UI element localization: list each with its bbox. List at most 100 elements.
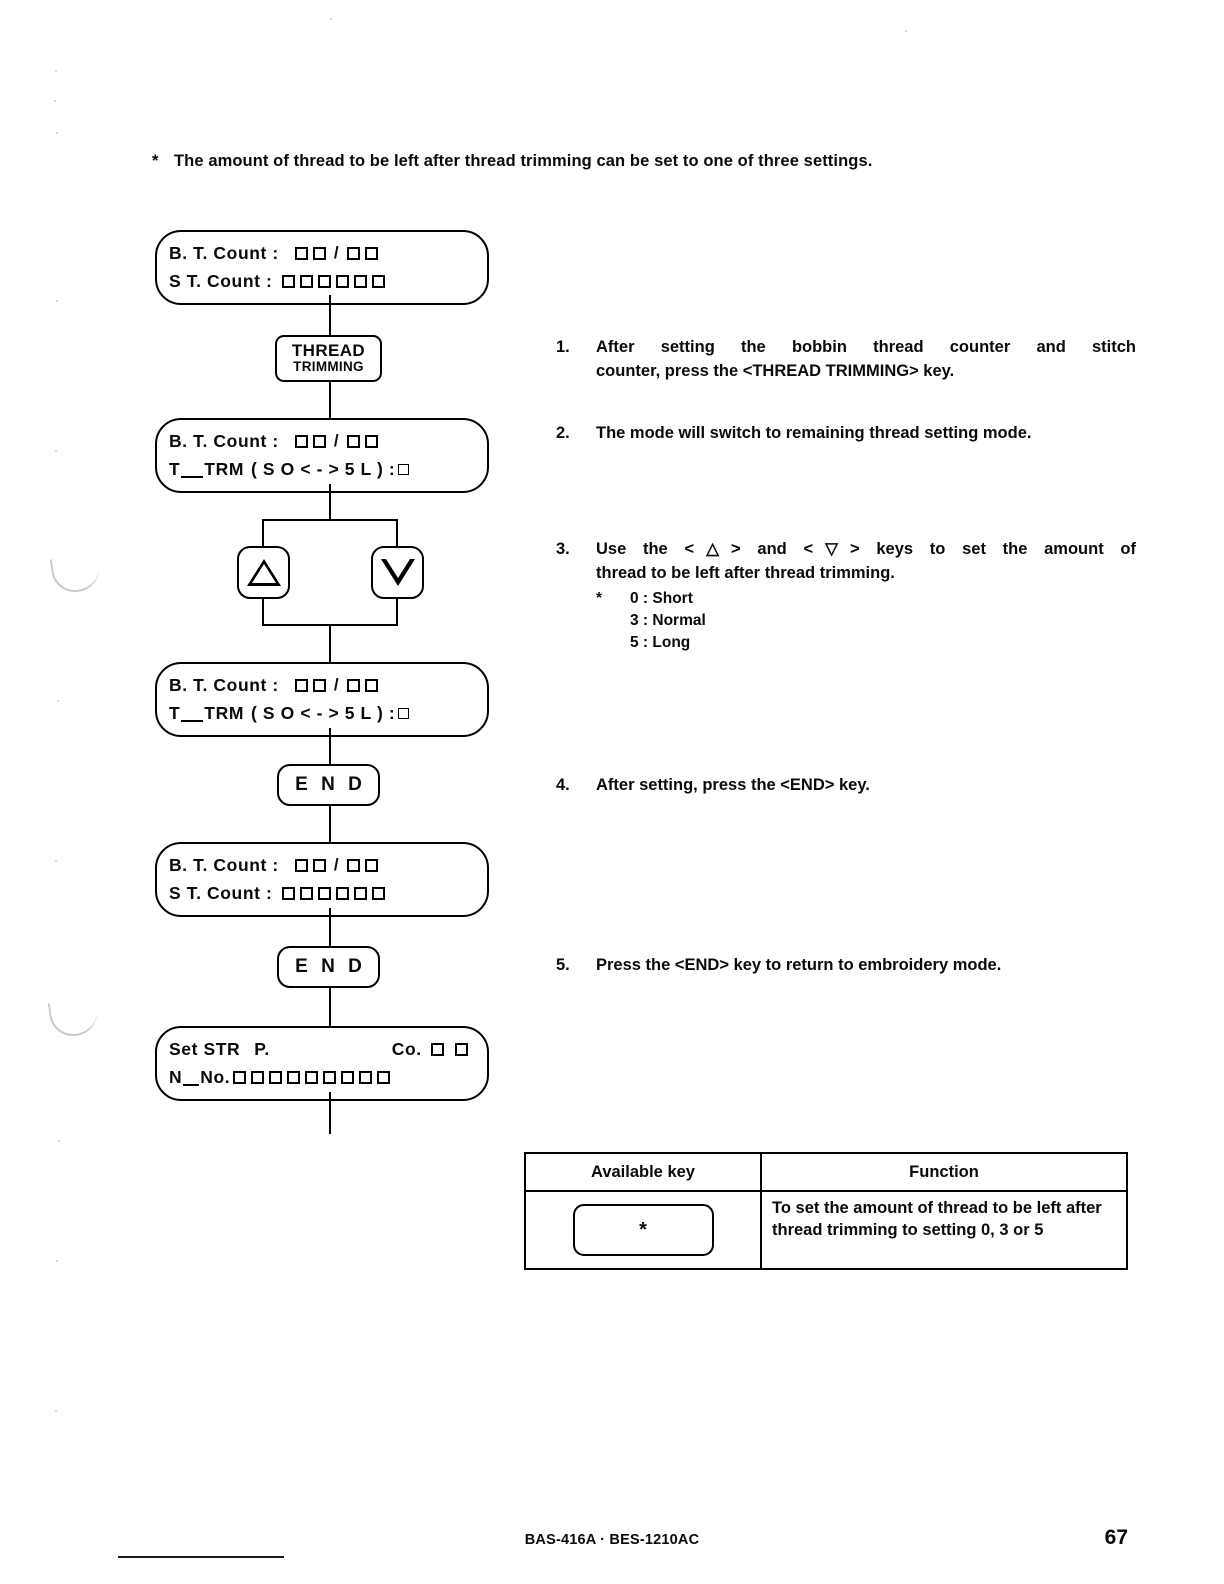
scan-artifact-dot bbox=[54, 100, 56, 102]
table-header-row: Available key Function bbox=[526, 1154, 1126, 1192]
key-down-arrow[interactable] bbox=[371, 546, 424, 599]
scan-artifact-dot bbox=[330, 18, 332, 20]
table-cell-function: To set the amount of thread to be left a… bbox=[772, 1199, 1102, 1239]
ttrm-label-b: TRM bbox=[204, 458, 245, 479]
flow-connector bbox=[329, 484, 332, 520]
no-label: No. bbox=[200, 1066, 231, 1087]
digit-box bbox=[358, 1070, 372, 1084]
scan-artifact-dot bbox=[905, 30, 907, 32]
flow-connector bbox=[329, 1092, 332, 1134]
digit-box bbox=[295, 678, 309, 692]
digit-box bbox=[322, 1070, 336, 1084]
flow-connector bbox=[329, 295, 332, 335]
digit-box bbox=[346, 246, 360, 260]
digit-box bbox=[299, 274, 313, 288]
lcd-line-no: N No. bbox=[169, 1063, 487, 1091]
digit-box bbox=[281, 274, 295, 288]
key-label: E N D bbox=[295, 956, 366, 977]
sub-item: 0 : Short bbox=[630, 589, 693, 607]
key-up-arrow[interactable] bbox=[237, 546, 290, 599]
separator: / bbox=[333, 855, 340, 874]
digit-box bbox=[455, 1042, 469, 1056]
scan-artifact-dot bbox=[58, 1140, 60, 1142]
separator: / bbox=[333, 243, 340, 262]
bt-count-label: B. T. Count : bbox=[169, 242, 279, 263]
n-label: N bbox=[169, 1066, 183, 1087]
digit-box bbox=[346, 858, 360, 872]
flow-connector bbox=[329, 908, 332, 946]
step-3: 3. Use the <△> and <▽> keys to set the a… bbox=[556, 538, 1136, 655]
lcd-line-bt-count: B. T. Count : / bbox=[169, 427, 487, 455]
note-text: The amount of thread to be left after th… bbox=[174, 152, 873, 170]
key-thread-trimming[interactable]: THREAD TRIMMING bbox=[275, 335, 382, 382]
key-end-2[interactable]: E N D bbox=[277, 946, 380, 988]
lcd-screen-2: B. T. Count : / T TRM ( S O < - > 5 L ) … bbox=[155, 418, 489, 493]
key-label-line1: THREAD bbox=[291, 341, 366, 361]
co-label: Co. bbox=[391, 1038, 422, 1059]
digit-box bbox=[397, 707, 409, 719]
digit-box bbox=[295, 434, 309, 448]
digit-box bbox=[371, 886, 385, 900]
digit-box bbox=[313, 858, 327, 872]
ttrm-label-a: T bbox=[169, 458, 181, 479]
digit-box bbox=[317, 886, 331, 900]
set-str-label: Set STR bbox=[169, 1038, 241, 1059]
digit-box bbox=[364, 678, 378, 692]
note-marker: * bbox=[152, 152, 159, 170]
digit-box bbox=[313, 678, 327, 692]
ttrm-expression: ( S O < - > 5 L ) : bbox=[251, 702, 396, 723]
cursor-underline bbox=[181, 705, 204, 722]
key-end-1[interactable]: E N D bbox=[277, 764, 380, 806]
digit-box bbox=[340, 1070, 354, 1084]
step-text-line2: counter, press the <THREAD TRIMMING> key… bbox=[596, 361, 955, 380]
step-3-sub-marker-row: * 0 : Short bbox=[596, 588, 1136, 610]
footer-rule bbox=[118, 1556, 284, 1559]
intro-note: * The amount of thread to be left after t… bbox=[152, 152, 1052, 171]
step-1: 1. After setting the bobbin thread count… bbox=[556, 336, 1136, 384]
digit-box bbox=[376, 1070, 390, 1084]
flow-connector bbox=[329, 624, 332, 664]
flow-connector bbox=[329, 382, 332, 420]
lcd-line-ttrm: T TRM ( S O < - > 5 L ) : bbox=[169, 455, 487, 483]
lcd-line-ttrm: T TRM ( S O < - > 5 L ) : bbox=[169, 699, 487, 727]
step-number: 4. bbox=[556, 776, 570, 794]
page-number: 67 bbox=[1104, 1526, 1128, 1549]
digit-box bbox=[346, 678, 360, 692]
sub-marker: * bbox=[596, 589, 603, 607]
key-asterisk[interactable]: * bbox=[572, 1204, 714, 1256]
bt-count-label: B. T. Count : bbox=[169, 674, 279, 695]
digit-box bbox=[313, 246, 327, 260]
st-count-label: S T. Count : bbox=[169, 882, 273, 903]
separator: / bbox=[333, 675, 340, 694]
up-triangle-icon bbox=[246, 559, 281, 586]
digit-box bbox=[431, 1042, 445, 1056]
bt-count-label: B. T. Count : bbox=[169, 430, 279, 451]
lcd-screen-4: B. T. Count : / S T. Count : bbox=[155, 842, 489, 917]
digit-box bbox=[397, 463, 409, 475]
scan-artifact-dot bbox=[56, 1260, 58, 1262]
digit-box bbox=[295, 858, 309, 872]
flow-connector bbox=[329, 806, 332, 844]
flow-connector bbox=[329, 988, 332, 1026]
flow-connector bbox=[329, 728, 332, 766]
step-text-line1: Use the <△> and <▽> keys to set the amou… bbox=[596, 540, 1136, 558]
table-row: * To set the amount of thread to be left… bbox=[526, 1192, 1126, 1268]
bt-count-label: B. T. Count : bbox=[169, 854, 279, 875]
scan-artifact-dot bbox=[56, 300, 58, 302]
down-triangle-icon bbox=[380, 559, 415, 586]
lcd-screen-5: Set STR P. Co. N No. bbox=[155, 1026, 489, 1101]
cursor-underline bbox=[183, 1069, 200, 1086]
ttrm-label-b: TRM bbox=[204, 702, 245, 723]
lcd-line-bt-count: B. T. Count : / bbox=[169, 671, 487, 699]
digit-box bbox=[364, 434, 378, 448]
digit-box bbox=[250, 1070, 264, 1084]
lcd-line-bt-count: B. T. Count : / bbox=[169, 239, 487, 267]
digit-box bbox=[346, 434, 360, 448]
step-number: 1. bbox=[556, 338, 570, 356]
key-label: E N D bbox=[295, 774, 366, 795]
lcd-screen-3: B. T. Count : / T TRM ( S O < - > 5 L ) … bbox=[155, 662, 489, 737]
digit-box bbox=[335, 274, 349, 288]
step-text-line2: thread to be left after thread trimming. bbox=[596, 563, 895, 582]
step-number: 3. bbox=[556, 540, 570, 558]
